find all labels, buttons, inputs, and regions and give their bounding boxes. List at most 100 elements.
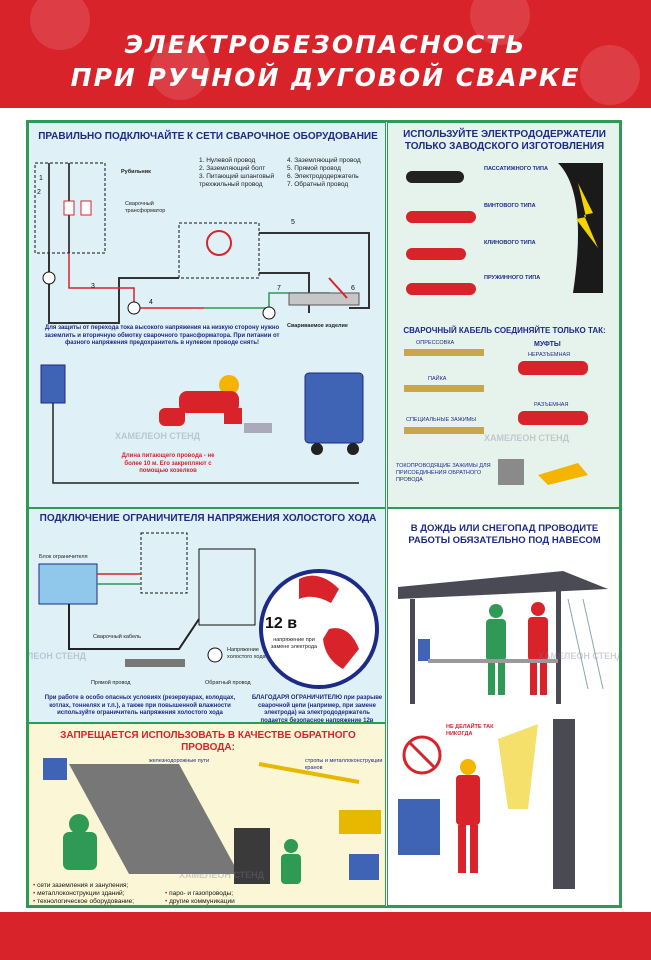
callout-number: 4 xyxy=(149,299,153,306)
transformer-box xyxy=(198,548,256,626)
canopy-icon xyxy=(398,571,608,599)
welding-machine-icon xyxy=(304,372,364,444)
legend-item: 2. Заземляющий болт xyxy=(199,165,266,172)
holder-type-label: КЛИНОВОГО ТИПА xyxy=(484,240,536,246)
holder-type-label: ПРУЖИННОГО ТИПА xyxy=(484,275,541,281)
ground-terminal-icon xyxy=(42,271,56,285)
logo-watermark-icon xyxy=(30,0,90,50)
watermark-text: ХАМЕЛЕОН СТЕНД xyxy=(179,870,265,880)
footer-band xyxy=(0,912,651,960)
crane-truck-icon xyxy=(339,810,381,834)
list-item: другие коммуникации xyxy=(165,898,275,905)
callout-number: 5 xyxy=(291,219,295,226)
voltage-caption: напряжение при замене электрода xyxy=(270,637,318,650)
section-heading: ПРАВИЛЬНО ПОДКЛЮЧАЙТЕ К СЕТИ СВАРОЧНОЕ О… xyxy=(38,131,378,142)
forbidden-list-right: паро- и газопроводы; другие коммуникации xyxy=(165,890,275,905)
grounding-warning: Для защиты от перехода тока высокого нап… xyxy=(44,325,280,346)
legend-item: 1. Нулевой провод xyxy=(199,157,256,164)
worker-figure-icon xyxy=(486,604,506,695)
list-item: металлоконструкции зданий; xyxy=(33,890,163,898)
legend-item: 5. Прямой провод xyxy=(287,165,341,172)
panel-limiter: ПОДКЛЮЧЕНИЕ ОГРАНИЧИТЕЛЯ НАПРЯЖЕНИЯ ХОЛО… xyxy=(28,508,386,723)
holders-illustration xyxy=(404,163,603,485)
voltmeter-icon xyxy=(207,647,223,663)
forbidden-list-left: сети заземления и зануления; металлоконс… xyxy=(33,882,163,905)
cable-clamp-icon xyxy=(404,427,484,434)
cable-solder-icon xyxy=(404,385,484,392)
welding-cable xyxy=(68,604,200,650)
welder-figure-icon xyxy=(159,375,242,426)
railway-track-icon xyxy=(69,764,239,874)
legend-item: 3. Питающий шланговый трехжильный провод xyxy=(199,173,275,188)
callout-number: 7 xyxy=(277,285,281,292)
section-heading: ИСПОЛЬЗУЙТЕ ЭЛЕКТРОДОДЕРЖАТЕЛИ ТОЛЬКО ЗА… xyxy=(403,129,606,152)
legend-item: 7. Обратный провод xyxy=(287,181,349,188)
electrode-holder-icon xyxy=(328,277,348,299)
watermark-text: ХАМЕЛЕОН СТЕНД xyxy=(538,651,620,661)
holder-pliers-icon xyxy=(406,171,464,183)
ground-clamp-icon xyxy=(498,459,524,485)
cable-length-note: Длина питающего провода - не более 10 м.… xyxy=(121,453,215,474)
label-railway: железнодорожные пути xyxy=(149,758,210,764)
ground-terminal-icon xyxy=(262,306,276,320)
welder-figure-icon xyxy=(456,759,480,873)
label-limiter-block: Блок ограничителя xyxy=(39,554,88,560)
crane-boom-icon xyxy=(258,762,360,784)
section-heading: ЗАПРЕЩАЕТСЯ ИСПОЛЬЗОВАТЬ В КАЧЕСТВЕ ОБРА… xyxy=(60,730,356,753)
label-cranes: стропы и металлоконструкции кранов xyxy=(305,758,383,771)
title-line-2: ПРИ РУЧНОЙ ДУГОВОЙ СВАРКЕ xyxy=(70,63,581,92)
title-line-1: ЭЛЕКТРОБЕЗОПАСНОСТЬ xyxy=(124,30,527,59)
sleeve-detachable-icon xyxy=(518,411,588,425)
cable-label: НЕРАЗЪЕМНАЯ xyxy=(528,352,571,358)
supply-cable xyxy=(52,403,359,484)
holder-screw-icon xyxy=(406,211,476,223)
workpiece-icon xyxy=(288,292,360,306)
section-heading: В ДОЖДЬ ИЛИ СНЕГОПАД ПРОВОДИТЕ РАБОТЫ ОБ… xyxy=(408,523,601,546)
switch-box xyxy=(140,532,188,594)
cable-label: СПЕЦИАЛЬНЫЕ ЗАЖИМЫ xyxy=(406,417,477,423)
direct-wire xyxy=(259,232,370,309)
skeleton-shock-icon xyxy=(498,724,538,809)
suspended-load-icon xyxy=(234,828,270,884)
label-direct-wire: Прямой провод xyxy=(91,680,131,686)
ground-clamp-icon xyxy=(538,463,588,485)
legend-item: 4. Заземляющий провод xyxy=(287,157,361,164)
panel-holders: ИСПОЛЬЗУЙТЕ ЭЛЕКТРОДОДЕРЖАТЕЛИ ТОЛЬКО ЗА… xyxy=(387,122,620,508)
holder-spring-icon xyxy=(406,283,476,295)
pillar-icon xyxy=(553,719,575,889)
watermark-text: ХАМЕЛЕОН СТЕНД xyxy=(28,651,87,661)
connection-diagram xyxy=(34,162,370,484)
feed-wire xyxy=(48,253,179,324)
holder-type-label: ВИНТОВОГО ТИПА xyxy=(484,203,536,209)
transformer-outline xyxy=(178,222,260,279)
welding-machine-icon xyxy=(418,639,430,661)
label-idle-voltage: Напряжение холостого хода xyxy=(227,647,266,660)
railing xyxy=(428,659,558,663)
cable-label: РАЗЪЕМНАЯ xyxy=(534,402,569,408)
list-item: паро- и газопроводы; xyxy=(165,890,275,898)
logo-watermark-icon xyxy=(150,40,210,100)
cable-label: ОПРЕССОВКА xyxy=(416,340,455,346)
shelter-illustration xyxy=(398,571,608,889)
logo-watermark-icon xyxy=(580,45,640,105)
distribution-box-icon xyxy=(40,364,66,404)
cable-crimp-icon xyxy=(404,349,484,356)
callout-number: 2 xyxy=(37,189,41,196)
label-switch: Рубильник xyxy=(121,169,151,175)
page-title: ЭЛЕКТРОБЕЗОПАСНОСТЬ ПРИ РУЧНОЙ ДУГОВОЙ С… xyxy=(0,28,651,94)
glove-icon xyxy=(323,628,359,669)
holder-wedge-icon xyxy=(406,248,466,260)
cable-label: ПАЙКА xyxy=(428,376,447,382)
fuse-icon xyxy=(80,200,92,216)
fuse-icon xyxy=(63,200,75,216)
list-item: сети заземления и зануления; xyxy=(33,882,163,890)
limiter-note: При работе в особо опасных условиях (рез… xyxy=(44,695,236,716)
neutral-wire xyxy=(68,253,204,309)
workpiece-icon xyxy=(125,659,185,667)
watermark-text: ХАМЕЛЕОН СТЕНД xyxy=(484,433,570,443)
welding-machine-icon xyxy=(43,758,67,780)
worker-figure-icon xyxy=(281,839,301,884)
forbidden-illustration xyxy=(43,758,381,884)
glove-icon xyxy=(299,575,339,603)
panel-connect: ПРАВИЛЬНО ПОДКЛЮЧАЙТЕ К СЕТИ СВАРОЧНОЕ О… xyxy=(28,122,386,508)
